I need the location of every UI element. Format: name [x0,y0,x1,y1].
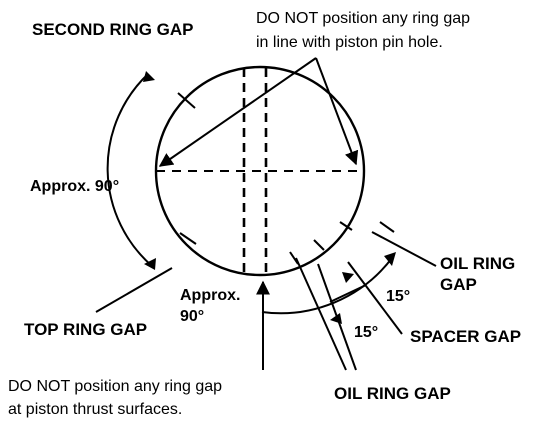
approx-bottom-line2: 90° [180,308,204,325]
oil-ring-gap-bottom-label: OIL RING GAP [334,384,451,403]
bottom-90-degree-arc [261,257,393,315]
left-arc-arrow-up [143,71,155,82]
oil-ring-right-leader [371,231,437,267]
top-ring-gap-tick [179,232,197,245]
oil-ring-bottom-leader-1 [295,257,347,371]
approx-90-left-label: Approx. 90° [30,178,119,195]
upper-oil-ring-leader [379,221,395,233]
oil-ring-gap-right-line1: OIL RING [440,254,515,273]
oil-ring-bottom-leader-2 [317,263,357,371]
left-90-degree-arc [106,73,153,267]
spacer-gap-label: SPACER GAP [410,327,521,346]
oil-ring-gap-tick-2 [313,239,325,251]
pin-warning-leader-left [158,57,317,167]
left-arc-arrow-down [144,258,156,270]
approx-bottom-line1: Approx. [180,287,240,304]
angle-15-upper: 15° [386,288,410,305]
thrust-warning-line2: at piston thrust surfaces. [8,401,182,418]
second-ring-gap-label: SECOND RING GAP [32,20,194,39]
thrust-warning-line1: DO NOT position any ring gap [8,378,222,395]
oil-ring-gap-tick-1 [289,251,299,265]
second-ring-gap-tick [177,92,196,109]
spacer-arrow-upper [342,272,354,283]
top-ring-gap-label: TOP RING GAP [24,320,147,339]
pin-warning-line1: DO NOT position any ring gap [256,10,470,27]
angle-15-lower: 15° [354,324,378,341]
spacer-span-line [329,284,367,303]
pin-warning-leader-right [315,57,359,166]
oil-ring-gap-right-line2: GAP [440,275,477,294]
top-ring-leader [95,267,173,313]
pin-warning-line2: in line with piston pin hole. [256,34,443,51]
oil-ring-gap-tick-3 [339,221,353,231]
spacer-gap-leader [347,261,403,335]
bottom-arc-arrow-right [384,252,396,266]
